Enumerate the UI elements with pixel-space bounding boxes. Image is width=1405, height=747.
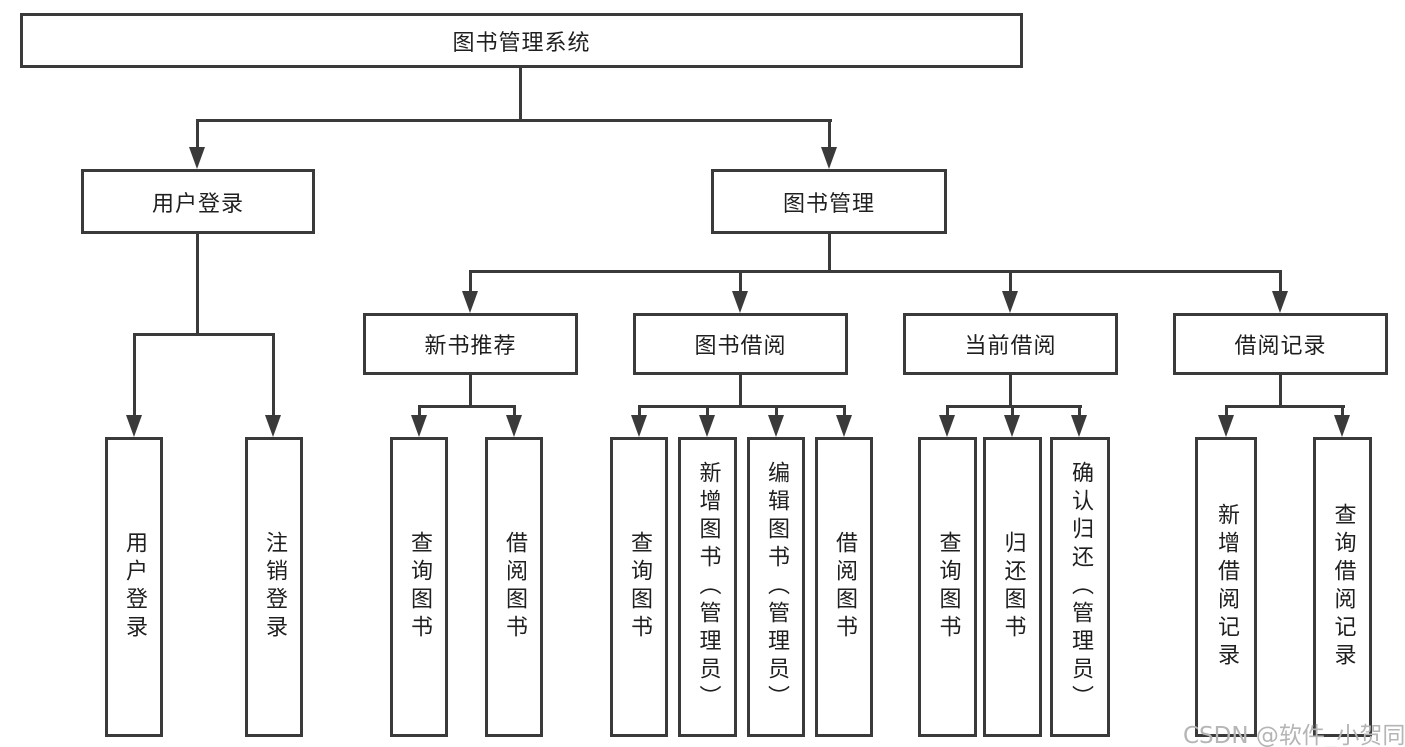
- connector-line: [706, 405, 709, 417]
- leaf-bb-edit-books-admin-label: 编辑图书（管理员）: [764, 461, 789, 713]
- connector-line: [1009, 375, 1012, 408]
- connector-line: [828, 119, 831, 149]
- leaf-nb-borrow-books-label: 借阅图书: [502, 531, 527, 643]
- leaf-nb-query-books: 查询图书: [390, 437, 448, 737]
- arrow-down-icon: [506, 415, 522, 437]
- arrow-down-icon: [821, 147, 837, 169]
- connector-line: [469, 270, 1282, 273]
- connector-line: [196, 119, 199, 149]
- node-root: 图书管理系统: [20, 13, 1023, 68]
- leaf-nb-borrow-books: 借阅图书: [485, 437, 543, 737]
- arrow-down-icon: [462, 291, 478, 313]
- leaf-bb-edit-books-admin: 编辑图书（管理员）: [747, 437, 805, 737]
- leaf-user-login: 用户登录: [105, 437, 163, 737]
- connector-line: [946, 405, 949, 417]
- connector-line: [133, 333, 136, 416]
- connector-line: [1011, 405, 1014, 417]
- leaf-br-add-record-label: 新增借阅记录: [1214, 503, 1239, 671]
- connector-line: [1279, 375, 1282, 408]
- arrow-down-icon: [631, 415, 647, 437]
- leaf-nb-query-books-label: 查询图书: [407, 531, 432, 643]
- node-book-management: 图书管理: [711, 169, 947, 234]
- arrow-down-icon: [1002, 291, 1018, 313]
- connector-line: [418, 405, 421, 417]
- node-new-book-recommend: 新书推荐: [363, 313, 578, 375]
- leaf-bb-query-books-label: 查询图书: [627, 531, 652, 643]
- connector-line: [739, 270, 742, 292]
- connector-line: [739, 375, 742, 408]
- arrow-down-icon: [1334, 415, 1350, 437]
- leaf-logout: 注销登录: [245, 437, 303, 737]
- connector-line: [1341, 405, 1344, 417]
- connector-line: [843, 405, 846, 417]
- connector-line: [638, 405, 641, 417]
- arrow-down-icon: [1272, 291, 1288, 313]
- node-current-borrow: 当前借阅: [903, 313, 1118, 375]
- connector-line: [638, 405, 846, 408]
- arrow-down-icon: [1071, 415, 1087, 437]
- leaf-bb-borrow-books-label: 借阅图书: [832, 531, 857, 643]
- leaf-br-add-record: 新增借阅记录: [1195, 437, 1257, 737]
- leaf-user-login-label: 用户登录: [122, 531, 147, 643]
- connector-line: [469, 270, 472, 292]
- connector-line: [418, 405, 516, 408]
- connector-line: [196, 234, 199, 336]
- arrow-down-icon: [836, 415, 852, 437]
- arrow-down-icon: [189, 147, 205, 169]
- leaf-br-query-record: 查询借阅记录: [1313, 437, 1372, 737]
- arrow-down-icon: [732, 291, 748, 313]
- connector-line: [775, 405, 778, 417]
- connector-line: [1225, 405, 1345, 408]
- arrow-down-icon: [265, 415, 281, 437]
- leaf-cb-return-books: 归还图书: [983, 437, 1042, 737]
- connector-line: [1279, 270, 1282, 292]
- leaf-logout-label: 注销登录: [262, 531, 287, 643]
- arrow-down-icon: [411, 415, 427, 437]
- arrow-down-icon: [1004, 415, 1020, 437]
- leaf-bb-query-books: 查询图书: [610, 437, 668, 737]
- leaf-bb-add-books-admin: 新增图书（管理员）: [678, 437, 737, 737]
- leaf-bb-add-books-admin-label: 新增图书（管理员）: [695, 461, 721, 713]
- arrow-down-icon: [126, 415, 142, 437]
- leaf-cb-confirm-return-admin-label: 确认归还（管理员）: [1068, 461, 1093, 713]
- leaf-cb-confirm-return-admin: 确认归还（管理员）: [1050, 437, 1110, 737]
- arrow-down-icon: [939, 415, 955, 437]
- leaf-cb-query-books: 查询图书: [918, 437, 977, 737]
- connector-line: [133, 333, 275, 336]
- connector-line: [196, 119, 832, 122]
- leaf-cb-return-books-label: 归还图书: [1000, 531, 1026, 643]
- arrow-down-icon: [768, 415, 784, 437]
- arrow-down-icon: [1218, 415, 1234, 437]
- node-book-borrow: 图书借阅: [633, 313, 848, 375]
- connector-line: [1078, 405, 1081, 417]
- connector-line: [513, 405, 516, 417]
- leaf-br-query-record-label: 查询借阅记录: [1330, 503, 1356, 671]
- connector-line: [272, 333, 275, 416]
- node-borrow-records: 借阅记录: [1173, 313, 1388, 375]
- leaf-cb-query-books-label: 查询图书: [935, 531, 961, 643]
- connector-line: [946, 405, 1082, 408]
- leaf-bb-borrow-books: 借阅图书: [815, 437, 873, 737]
- connector-line: [828, 234, 831, 273]
- node-user-login: 用户登录: [81, 169, 315, 234]
- connector-line: [1009, 270, 1012, 292]
- csdn-watermark: CSDN @软件_小贺同学: [1183, 723, 1405, 747]
- connector-line: [469, 375, 472, 408]
- connector-line: [1225, 405, 1228, 417]
- arrow-down-icon: [699, 415, 715, 437]
- connector-line: [519, 68, 522, 121]
